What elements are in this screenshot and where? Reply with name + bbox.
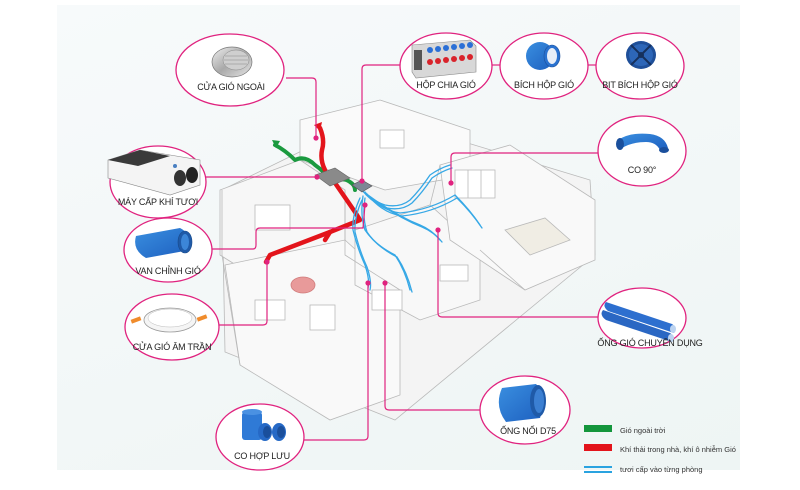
callout-co-90[interactable]: CO 90° — [597, 115, 687, 187]
legend-item-exhaust-air: Khí thải trong nhà, khí ô nhiễm Gió — [584, 444, 736, 454]
elbow-90-icon — [616, 133, 669, 153]
air-distribution-box — [351, 179, 373, 193]
callout-frame — [597, 115, 687, 187]
callout-label: CO 90° — [628, 165, 657, 175]
legend: Gió ngoài trời Khí thải trong nhà, khí ô… — [584, 425, 736, 474]
callout-label: BỊT BÍCH HỘP GIÓ — [602, 80, 678, 90]
legend-item-outdoor-air: Gió ngoài trời — [584, 425, 666, 435]
callout-may-cap-khi-tuoi[interactable]: MÁY CẤP KHÍ TƯƠI — [107, 145, 207, 219]
callout-ong-gio-chuyen-dung[interactable]: ỐNG GIÓ CHUYÊN DỤNG — [597, 287, 703, 349]
duct-flange-icon — [526, 42, 561, 70]
callout-dots — [264, 135, 454, 286]
damper-valve-icon — [135, 228, 193, 258]
duct-connector-icon — [498, 384, 546, 422]
legend-item-supply-air: tươi cấp vào từng phòng — [584, 465, 703, 474]
callout-label: VAN CHỈNH GIÓ — [135, 265, 200, 276]
flange-cap-icon — [626, 41, 656, 69]
callout-label: CỬA GIÓ ÂM TRẦN — [133, 341, 212, 352]
callout-bit-bich-hop-gio[interactable]: BỊT BÍCH HỘP GIÓ — [595, 32, 685, 100]
callout-label: MÁY CẤP KHÍ TƯƠI — [118, 197, 198, 207]
fresh-air-supply-ducts — [352, 164, 483, 293]
callout-label: BÍCH HỘP GIÓ — [514, 80, 574, 90]
junction-fitting-icon — [242, 409, 286, 441]
apartment-floorplan — [219, 99, 596, 421]
callout-hop-chia-gio[interactable]: HỘP CHIA GIÓ — [399, 32, 493, 100]
callout-label: HỘP CHIA GIÓ — [416, 80, 476, 90]
callout-co-hop-luu[interactable]: CO HỢP LƯU — [215, 403, 305, 471]
callout-van-chinh-gio[interactable]: VAN CHỈNH GIÓ — [123, 217, 213, 283]
ventilation-unit-icon — [107, 149, 201, 196]
legend-swatch-red — [584, 444, 612, 451]
exhaust-air-duct — [263, 122, 363, 265]
ceiling-diffuser-icon — [130, 307, 208, 333]
callout-ong-noi-d75[interactable]: ỐNG NỐI D75 — [479, 375, 571, 445]
callout-label: CỬA GIÓ NGOÀI — [197, 81, 265, 92]
legend-label: tươi cấp vào từng phòng — [620, 465, 703, 474]
legend-swatch-blue-bottom — [584, 471, 612, 473]
callout-label: ỐNG GIÓ CHUYÊN DỤNG — [597, 337, 702, 348]
callout-cua-gio-am-tran[interactable]: CỬA GIÓ ÂM TRẦN — [124, 293, 220, 361]
legend-swatch-blue-top — [584, 466, 612, 468]
distribution-box-icon — [411, 39, 477, 79]
callout-label: ỐNG NỐI D75 — [500, 425, 556, 436]
callout-bich-hop-gio[interactable]: BÍCH HỘP GIÓ — [499, 32, 589, 100]
callout-connectors — [200, 64, 600, 441]
air-handler-box — [314, 167, 351, 187]
legend-label: Khí thải trong nhà, khí ô nhiễm Gió — [620, 445, 736, 454]
callout-cua-gio-ngoai[interactable]: CỬA GIÓ NGOÀI — [175, 33, 285, 107]
legend-label: Gió ngoài trời — [620, 426, 666, 435]
legend-swatch-green — [584, 425, 612, 432]
callout-label: CO HỢP LƯU — [234, 451, 290, 461]
flexible-duct-icon — [601, 302, 676, 342]
outdoor-vent-icon — [211, 46, 253, 78]
